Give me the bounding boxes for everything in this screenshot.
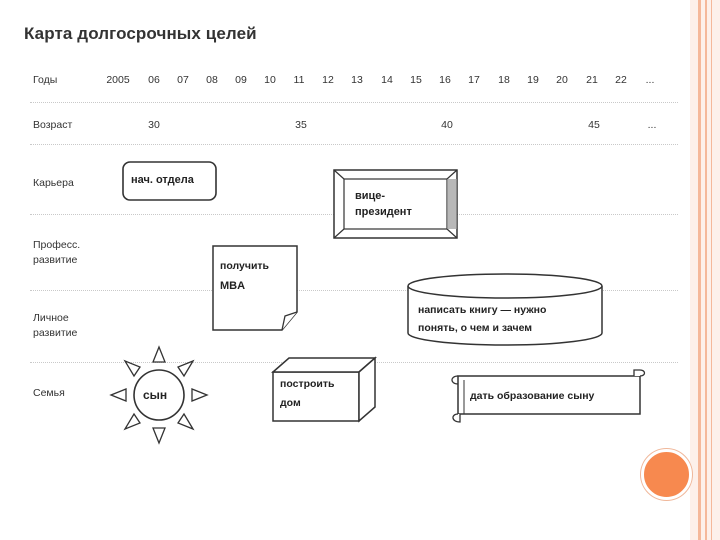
age-cell: 40 bbox=[441, 119, 453, 131]
row-label-prof-1: Професс. bbox=[33, 239, 81, 251]
year-cell: 14 bbox=[381, 74, 393, 86]
frame-stripe bbox=[711, 0, 712, 540]
row-label-career: Карьера bbox=[33, 177, 74, 189]
book-goal-shape bbox=[407, 273, 603, 346]
age-cell: ... bbox=[647, 119, 657, 131]
row-label-years: Годы bbox=[33, 74, 58, 86]
year-cell: 10 bbox=[264, 74, 276, 86]
grid-line bbox=[30, 290, 678, 291]
decorative-frame bbox=[690, 0, 720, 540]
year-cell: 2005 bbox=[106, 74, 130, 86]
year-cell: ... bbox=[645, 74, 655, 86]
year-cell: 06 bbox=[148, 74, 160, 86]
house-goal-shape bbox=[271, 356, 377, 423]
career-goal-shape bbox=[122, 161, 217, 201]
year-cell: 11 bbox=[293, 74, 305, 86]
education-goal-shape bbox=[451, 369, 646, 423]
book-goal-text-1: написать книгу — нужно bbox=[418, 304, 547, 316]
year-cell: 21 bbox=[586, 74, 598, 86]
vp-goal-text-2: президент bbox=[355, 206, 412, 218]
mba-goal-text-2: MBA bbox=[220, 280, 246, 292]
mba-goal-shape bbox=[212, 245, 298, 331]
house-goal-text-1: построить bbox=[280, 378, 335, 390]
year-cell: 07 bbox=[177, 74, 189, 86]
year-cell: 20 bbox=[556, 74, 568, 86]
year-cell: 09 bbox=[235, 74, 247, 86]
row-label-prof-2: развитие bbox=[33, 254, 78, 266]
year-cell: 13 bbox=[351, 74, 363, 86]
row-label-family: Семья bbox=[33, 387, 65, 399]
year-cell: 22 bbox=[615, 74, 627, 86]
decorative-circle bbox=[641, 449, 692, 500]
year-cell: 15 bbox=[410, 74, 422, 86]
year-cell: 12 bbox=[322, 74, 334, 86]
book-goal-text-2: понять, о чем и зачем bbox=[418, 322, 533, 334]
year-cell: 16 bbox=[439, 74, 451, 86]
year-cell: 18 bbox=[498, 74, 510, 86]
frame-stripe bbox=[698, 0, 701, 540]
son-goal-text: сын bbox=[143, 388, 168, 402]
career-goal-text: нач. отдела bbox=[131, 174, 194, 186]
year-cell: 17 bbox=[468, 74, 480, 86]
year-cell: 08 bbox=[206, 74, 218, 86]
grid-line bbox=[30, 144, 678, 145]
house-goal-text-2: дом bbox=[280, 397, 301, 409]
row-label-personal-2: развитие bbox=[33, 327, 78, 339]
row-label-age: Возраст bbox=[33, 119, 73, 131]
grid-line bbox=[30, 102, 678, 103]
son-goal-shape bbox=[109, 345, 209, 445]
vp-goal-text-1: вице- bbox=[355, 190, 386, 202]
row-label-personal-1: Личное bbox=[33, 312, 69, 324]
age-cell: 30 bbox=[148, 119, 160, 131]
page-title: Карта долгосрочных целей bbox=[24, 24, 257, 43]
education-goal-text: дать образование сыну bbox=[470, 390, 595, 402]
age-cell: 45 bbox=[588, 119, 600, 131]
mba-goal-text-1: получить bbox=[220, 260, 270, 272]
frame-stripe bbox=[705, 0, 707, 540]
age-cell: 35 bbox=[295, 119, 307, 131]
vp-goal-shape bbox=[333, 169, 458, 239]
year-cell: 19 bbox=[527, 74, 539, 86]
